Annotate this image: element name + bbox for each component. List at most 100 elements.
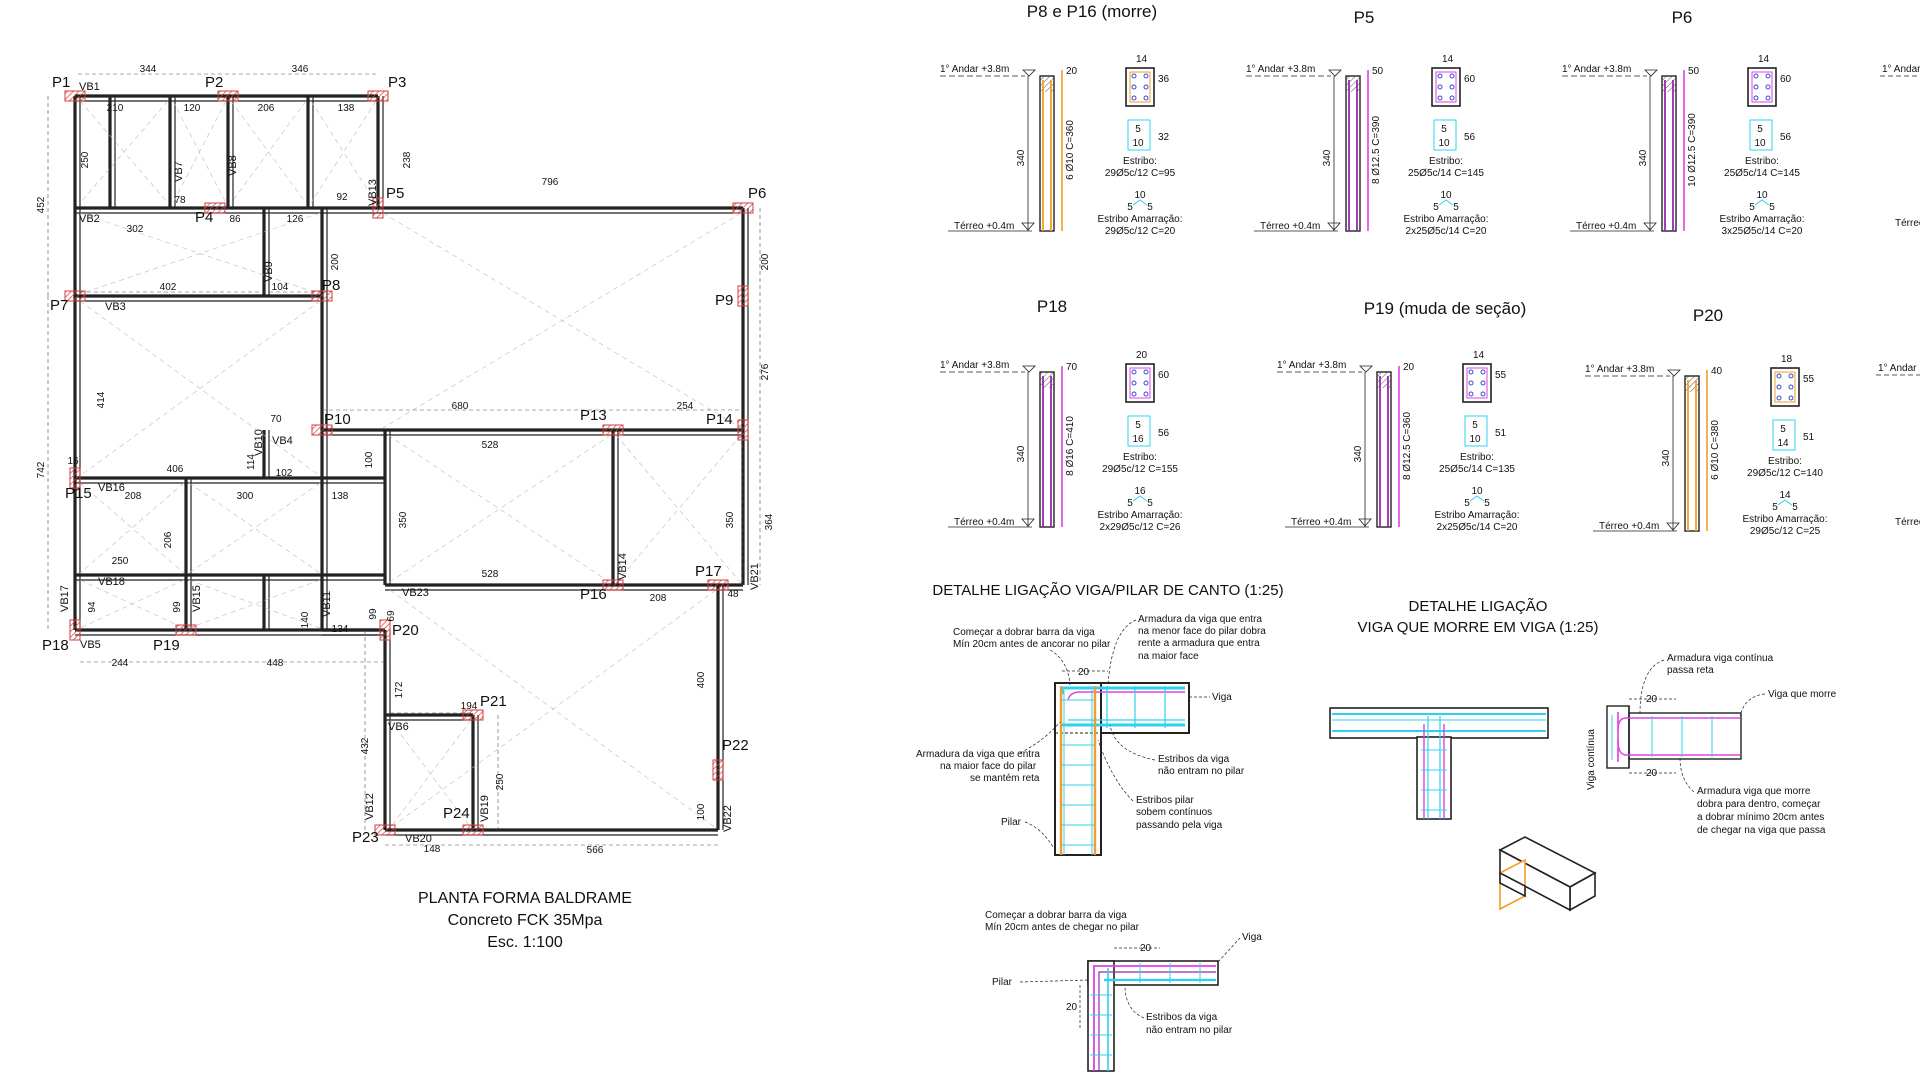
level-bot-6: Térreo +0.4m: [1599, 521, 1659, 532]
stirrup-a-5: 5: [1472, 420, 1478, 431]
stirrup-text-1: Estribo:: [1123, 156, 1157, 167]
dim-label-37: 364: [764, 513, 775, 530]
beam-label-vb21: VB21: [749, 563, 761, 590]
pillar-label-p17: P17: [695, 563, 722, 580]
corner-pilar-label: Pilar: [1001, 817, 1022, 828]
pillar-marks: [64, 90, 754, 836]
corner2-note-1: Começar a dobrar barra da viga: [985, 910, 1127, 921]
diag-b-12: [79, 579, 185, 629]
stirrup-text-2: Estribo:: [1429, 156, 1463, 167]
pillar-label-p23: P23: [352, 829, 379, 846]
dim-label-47: 69: [386, 610, 397, 622]
section-bar-2-0: [1437, 73, 1443, 79]
amarracao-text-3: Estribo Amarração:: [1719, 214, 1804, 225]
stirrup-a-4: 5: [1135, 420, 1141, 431]
pillar-p8: [311, 290, 333, 302]
diag-a-10: [79, 482, 185, 574]
column-title-6: P20: [1693, 306, 1723, 325]
amarracao-text-4: Estribo Amarração:: [1097, 510, 1182, 521]
amarracao-top-1: 10: [1134, 190, 1146, 201]
dim-label-20: 742: [36, 461, 47, 478]
stirrup-text-3: Estribo:: [1745, 156, 1779, 167]
dim-label-52: 432: [360, 737, 371, 754]
pillar-p16: [602, 579, 624, 591]
pillar-p14: [737, 419, 749, 441]
section-box-5: [1462, 363, 1492, 403]
beam-label-vb18: VB18: [98, 576, 125, 588]
detail-tee: DETALHE LIGAÇÃO VIGA QUE MORRE EM VIGA (…: [1329, 598, 1837, 912]
section-bar-5-1: [1480, 369, 1486, 375]
top-dim-2: 50: [1372, 66, 1384, 77]
corner2-pilar-label: Pilar: [992, 977, 1013, 988]
tee-note-2: passa reta: [1667, 665, 1714, 676]
diag-b-14: [389, 719, 472, 829]
amarracao-top-5: 10: [1471, 486, 1483, 497]
corner2-note-2: Mín 20cm antes de chegar no pilar: [985, 922, 1140, 933]
dim-label-7: 238: [402, 151, 413, 168]
section-bar-6-2: [1776, 395, 1782, 401]
beam-label-vb1: VB1: [79, 81, 100, 93]
section-bar-1-2: [1131, 95, 1137, 101]
amarracao-spec-4: 2x29Ø5c/12 C=26: [1100, 522, 1181, 533]
amarracao-shape-6: [1777, 499, 1793, 506]
amarracao-l-3: 5: [1749, 202, 1755, 213]
stirrup-c-3: 56: [1780, 132, 1792, 143]
corner-note-10: Estribos da viga: [1158, 754, 1230, 765]
section-bar-3-0: [1753, 73, 1759, 79]
stirrup-text-4: Estribo:: [1123, 452, 1157, 463]
amarracao-l-4: 5: [1127, 498, 1133, 509]
plan-subtitle: Concreto FCK 35Mpa: [448, 912, 603, 929]
section-bar-4-3: [1143, 391, 1149, 397]
dim-label-55: 100: [696, 803, 707, 820]
level-top-1: 1° Andar +3.8m: [940, 64, 1009, 75]
amarracao-spec-2: 2x25Ø5c/14 C=20: [1406, 226, 1487, 237]
beam-label-vb14: VB14: [617, 553, 629, 580]
section-w-2: 14: [1442, 54, 1454, 65]
height-label-5: 340: [1353, 445, 1364, 462]
section-stirrup-1: [1129, 71, 1151, 103]
section-h-6: 55: [1803, 374, 1815, 385]
amarracao-spec-1: 29Ø5c/12 C=20: [1105, 226, 1176, 237]
dim-label-45: 448: [267, 658, 284, 669]
corner-note-11: não entram no pilar: [1158, 766, 1245, 777]
pillar-label-p24: P24: [443, 805, 470, 822]
section-h-1: 36: [1158, 74, 1170, 85]
beam-label-vb4: VB4: [272, 435, 293, 447]
dim-label-44: 244: [112, 658, 129, 669]
level-top-2: 1° Andar +3.8m: [1246, 64, 1315, 75]
diag-b-2: [230, 100, 307, 204]
level-top-3: 1° Andar +3.8m: [1562, 64, 1631, 75]
dim-label-30: 16: [67, 456, 79, 467]
section-w-3: 14: [1758, 54, 1770, 65]
pillar-p7: [64, 290, 86, 302]
section-bar-1-4: [1131, 84, 1137, 90]
section-bar-5-5: [1480, 380, 1486, 386]
section-bar-5-4: [1468, 380, 1474, 386]
section-bar-5-2: [1468, 391, 1474, 397]
stirrup-spec-1: 29Ø5c/12 C=95: [1105, 168, 1176, 179]
top-dim-6: 40: [1711, 366, 1723, 377]
pillar-p21: [462, 709, 484, 721]
amarracao-r-1: 5: [1147, 202, 1153, 213]
detail-corner-2: Começar a dobrar barra da viga Mín 20cm …: [985, 910, 1262, 1072]
tee-note-3: Viga que morre: [1768, 689, 1837, 700]
corner2-viga-label: Viga: [1242, 932, 1262, 943]
pillar-label-p19: P19: [153, 637, 180, 654]
section-stirrup-3: [1751, 71, 1773, 103]
detail-corner: DETALHE LIGAÇÃO VIGA/PILAR DE CANTO (1:2…: [916, 582, 1284, 856]
stirrup-b-2: 10: [1438, 138, 1450, 149]
pillar-label-p3: P3: [388, 74, 406, 91]
level-top-marker-6: [1667, 369, 1681, 377]
dim-label-8: 452: [36, 196, 47, 213]
amarracao-shape-5: [1469, 495, 1485, 502]
beam-label-vb13: VB13: [367, 179, 379, 206]
pillar-label-p7: P7: [50, 297, 68, 314]
beam-label-vb5: VB5: [80, 639, 101, 651]
section-stirrup-6: [1774, 371, 1796, 403]
diag-a-3: [310, 100, 377, 204]
corner-dim-20: 20: [1078, 667, 1090, 678]
stirrup-c-2: 56: [1464, 132, 1476, 143]
